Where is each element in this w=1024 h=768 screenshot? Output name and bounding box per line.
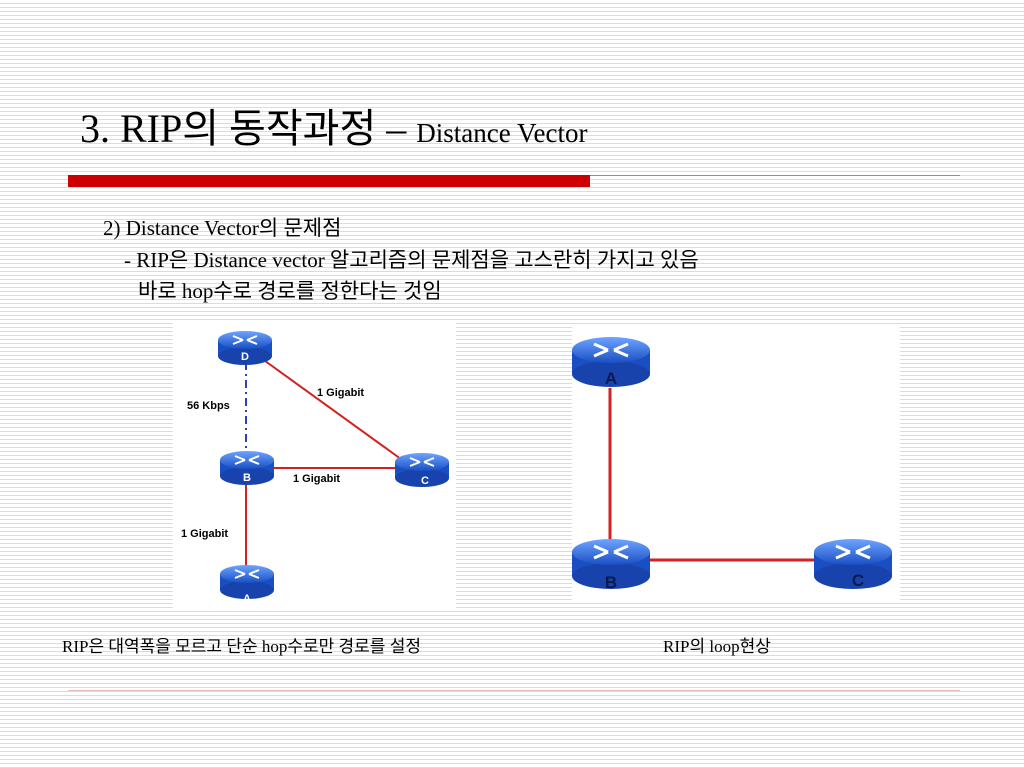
router-c-icon: C	[814, 539, 892, 590]
slide-title: 3. RIP의 동작과정 – Distance Vector	[80, 103, 587, 159]
label-link-b-a: 1 Gigabit	[181, 528, 228, 540]
left-network-diagram: 56 Kbps 1 Gigabit 1 Gigabit 1 Gigabit D …	[173, 322, 456, 610]
router-b-icon: B	[220, 451, 274, 485]
router-a-label: A	[605, 369, 617, 388]
label-link-d-b: 56 Kbps	[187, 400, 230, 412]
left-diagram-caption: RIP은 대역폭을 모르고 단순 hop수로만 경로를 설정	[62, 637, 421, 656]
slide-title-main: 3. RIP의 동작과정 –	[80, 106, 417, 151]
title-underline-red-bar	[68, 175, 590, 187]
link-d-c	[260, 357, 406, 463]
right-diagram-caption: RIP의 loop현상	[663, 637, 771, 656]
router-a-icon: A	[572, 337, 650, 388]
slide-title-sub: Distance Vector	[416, 118, 588, 148]
router-b-icon: B	[572, 539, 650, 592]
bullet-line-1: - RIP은 Distance vector 알고리즘의 문제점을 고스란히 가…	[124, 248, 699, 272]
left-network-svg: 56 Kbps 1 Gigabit 1 Gigabit 1 Gigabit D …	[181, 331, 449, 605]
router-c-icon: C	[395, 453, 449, 487]
router-d-icon: D	[218, 331, 272, 365]
router-c-label: C	[852, 571, 864, 590]
router-c-label: C	[421, 475, 429, 487]
router-d-label: D	[241, 351, 249, 363]
right-loop-svg: A B C	[572, 337, 892, 592]
footer-divider	[68, 690, 960, 691]
router-a-icon: A	[220, 565, 274, 605]
right-loop-diagram: A B C	[572, 326, 900, 602]
label-link-d-c: 1 Gigabit	[317, 387, 364, 399]
router-a-label: A	[243, 593, 251, 605]
router-b-label: B	[243, 472, 251, 484]
bullet-line-2: 바로 hop수로 경로를 정한다는 것임	[138, 279, 442, 303]
label-link-b-c: 1 Gigabit	[293, 473, 340, 485]
section-heading: 2) Distance Vector의 문제점	[103, 216, 342, 240]
router-b-label: B	[605, 573, 617, 592]
